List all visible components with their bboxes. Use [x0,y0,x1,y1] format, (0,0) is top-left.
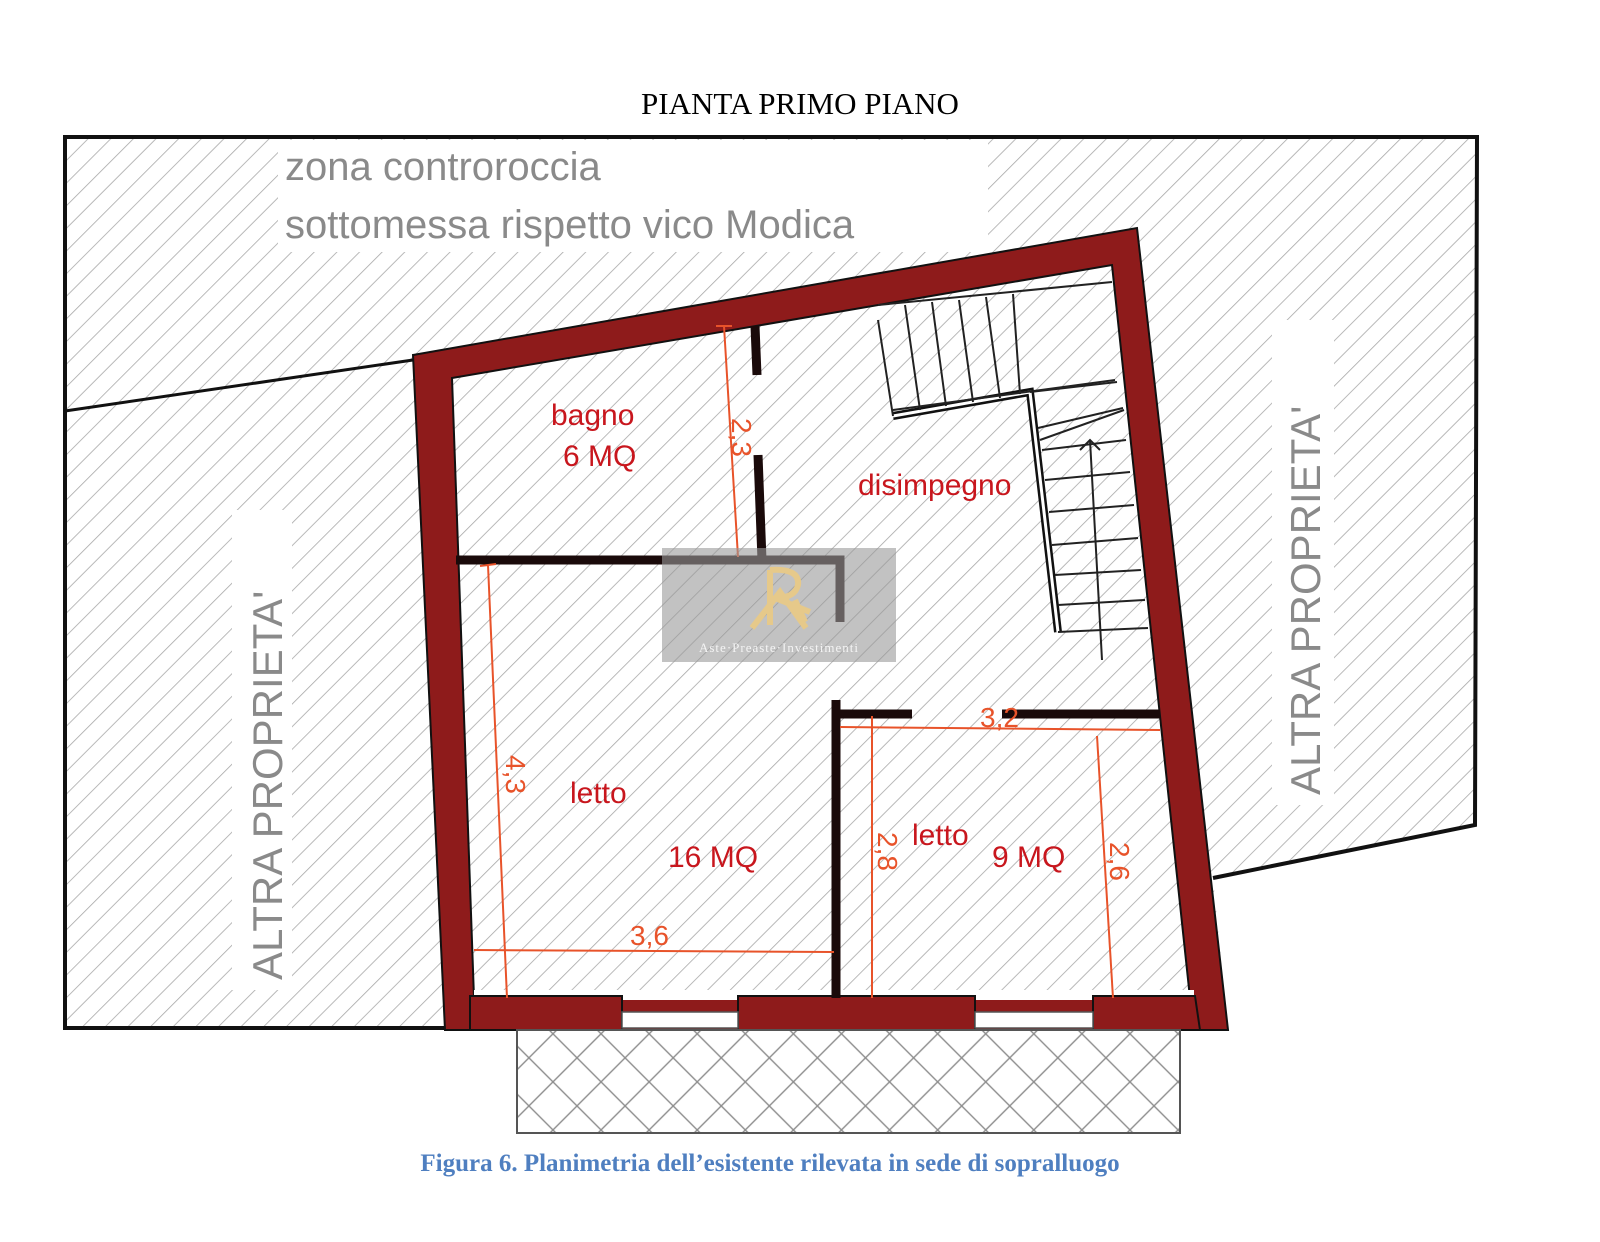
watermark-logo [749,566,812,630]
site-boundary [63,135,1480,1030]
room-letto-small-area: 9 MQ [992,841,1065,874]
balcony [516,1029,1181,1134]
dim-letto-small-height-2: 2,6 [1104,842,1135,881]
room-bagno-area: 6 MQ [563,440,636,473]
plan-title: PIANTA PRIMO PIANO [641,86,959,121]
neighbor-right-label: ALTRA PROPRIETA' [1282,406,1329,795]
room-letto-small-name: letto [912,819,969,852]
room-letto-large-name: letto [570,777,627,810]
dim-letto-small-height-1: 2,8 [872,832,903,871]
dim-bagno-height: 2,3 [726,418,757,457]
watermark: Aste·Preaste·Investimenti [662,548,896,662]
dim-letto-large-height: 4,3 [500,755,531,794]
figure-caption: Figura 6. Planimetria dell’esistente ril… [420,1150,1120,1177]
window-1 [621,1011,739,1029]
dim-letto-large-width: 3,6 [630,920,669,951]
room-disimpegno-name: disimpegno [858,469,1011,502]
zone-note-line2: sottomessa rispetto vico Modica [285,203,855,247]
staircase [877,281,1149,661]
dimension-lines [473,325,1161,999]
property-line [64,358,414,413]
zone-note-line1: zona controroccia [285,145,601,189]
dim-letto-small-width: 3,2 [980,702,1019,733]
neighbor-left-label: ALTRA PROPRIETA' [244,591,291,980]
window-2 [974,1011,1094,1029]
watermark-text: Aste·Preaste·Investimenti [699,640,859,655]
room-letto-large-area: 16 MQ [668,841,758,874]
room-bagno-name: bagno [551,399,634,432]
